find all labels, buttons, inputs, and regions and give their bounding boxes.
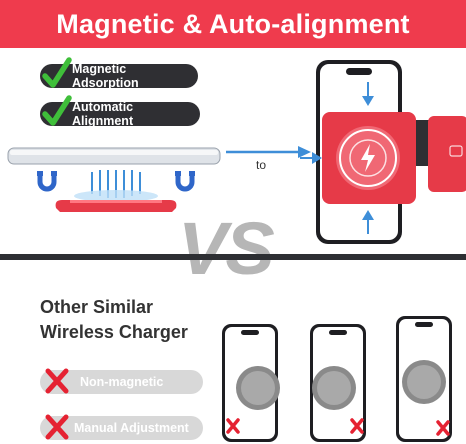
feature-label: Magnetic Adsorption: [72, 62, 139, 90]
lightning-icon: [361, 144, 375, 172]
vs-label: VS: [178, 207, 275, 290]
misaligned-phone-2: [310, 324, 366, 442]
arrow-right-icon: [226, 146, 311, 158]
magnet-icon: [175, 171, 195, 192]
other-title-line2: Wireless Charger: [40, 322, 188, 342]
to-label: to: [256, 158, 267, 172]
red-x-icon: [45, 414, 69, 440]
feature-automatic-alignment: Automatic Alignment: [40, 95, 200, 128]
red-x-icon: [45, 368, 69, 394]
header-banner: Magnetic & Auto-alignment: [0, 0, 466, 48]
green-check-icon: [42, 95, 72, 126]
feature-non-magnetic: Non-magnetic: [40, 368, 203, 394]
feature-magnetic-adsorption: Magnetic Adsorption: [40, 57, 198, 90]
charger-side-panel: [428, 116, 466, 192]
misaligned-phone-1: [222, 324, 280, 442]
other-title-line1: Other Similar: [40, 297, 154, 317]
section-divider: [0, 254, 466, 260]
feature-label: Non-magnetic: [80, 375, 164, 389]
magnet-icon: [37, 171, 57, 192]
phone-on-charger-illustration: [300, 60, 466, 244]
feature-manual-adjustment: Manual Adjustment: [40, 414, 203, 440]
page-title: Magnetic & Auto-alignment: [56, 8, 410, 39]
red-x-icon: [226, 418, 240, 434]
misaligned-phone-3: [396, 316, 452, 442]
alignment-diagram: [7, 147, 221, 212]
red-x-icon: [350, 418, 364, 434]
other-charger-heading: Other Similar Wireless Charger: [40, 295, 210, 345]
feature-label: Manual Adjustment: [74, 421, 189, 435]
feature-label: Automatic Alignment: [72, 100, 134, 128]
red-x-icon: [436, 420, 450, 436]
green-check-icon: [42, 57, 72, 88]
